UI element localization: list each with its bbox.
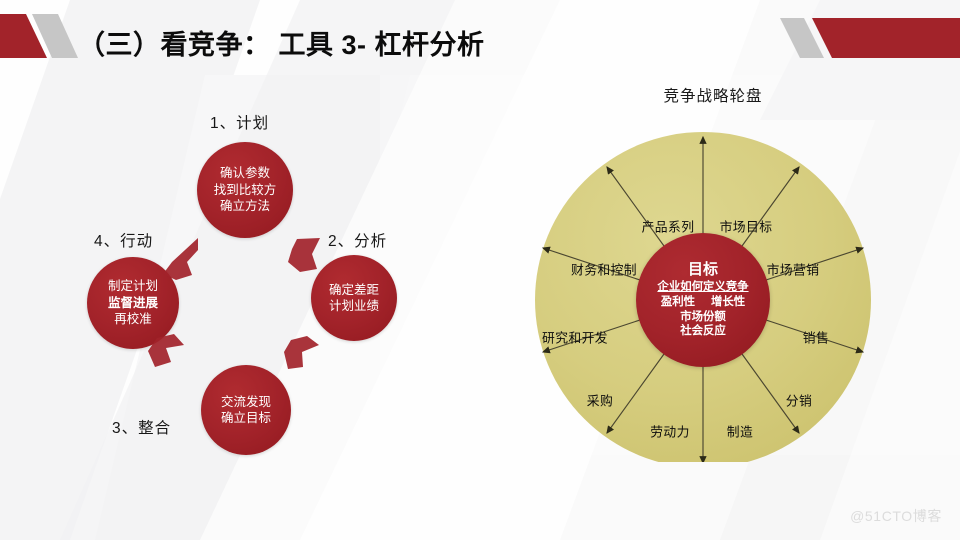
wheel-spoke-product-line[interactable]: 产品系列: [641, 219, 695, 235]
wheel-hub-title: 目标: [687, 261, 718, 279]
pdca-cycle-diagram: 确认参数 找到比较方 确立方法 1、计划 确定差距 计划业绩 2、分析 交流发现…: [0, 0, 470, 540]
cycle-node-integrate[interactable]: 交流发现 确立目标: [201, 365, 291, 455]
wheel-hub-line-4: 市场份额: [680, 310, 726, 323]
cycle-node-plan-line-1: 确认参数: [219, 166, 270, 181]
watermark: @51CTO博客: [850, 508, 942, 524]
wheel-spoke-research-development[interactable]: 研究和开发: [542, 330, 608, 346]
wheel-hub-line-3: 增长性: [711, 295, 746, 308]
wheel-spoke-distribution[interactable]: 分销: [785, 393, 813, 409]
wheel-hub-line-5: 社会反应: [680, 325, 726, 338]
wheel-spoke-manufacturing[interactable]: 制造: [726, 424, 754, 440]
cycle-node-analyse[interactable]: 确定差距 计划业绩: [311, 255, 397, 341]
cycle-node-integrate-line-1: 交流发现: [220, 394, 271, 409]
page-title: （三）看竞争： 工具 3- 杠杆分析: [78, 30, 485, 60]
wheel-hub[interactable]: 目标 企业如何定义竞争 盈利性 增长性 市场份额 社会反应: [636, 233, 770, 367]
cycle-node-plan-line-3: 确立方法: [219, 199, 270, 214]
cycle-node-integrate-line-2: 确立目标: [220, 411, 271, 425]
cycle-node-action-line-3: 再校准: [114, 312, 152, 327]
cycle-node-action-line-1: 制定计划: [107, 279, 158, 294]
corner-ribbon-right: [760, 14, 960, 58]
cycle-node-plan[interactable]: 确认参数 找到比较方 确立方法: [197, 142, 293, 238]
wheel-hub-line-2: 盈利性: [660, 295, 695, 308]
wheel-spoke-procurement[interactable]: 采购: [586, 393, 614, 409]
cycle-arrow-group: [148, 238, 320, 369]
wheel-spoke-finance-control[interactable]: 财务和控制: [571, 262, 637, 278]
cycle-arrow-1-to-2: [288, 238, 320, 272]
cycle-node-action-line-2: 监督进展: [107, 295, 158, 310]
cycle-arrow-2-to-3: [284, 336, 319, 369]
cycle-label-action: 4、行动: [94, 233, 154, 250]
cycle-node-action[interactable]: 制定计划 监督进展 再校准: [87, 257, 179, 349]
wheel-spoke-sales[interactable]: 销售: [802, 330, 830, 346]
strategy-wheel-diagram: 竞争战略轮盘: [503, 84, 923, 484]
wheel-hub-line-1: 企业如何定义竞争: [657, 281, 749, 294]
cycle-node-analyse-line-2: 计划业绩: [328, 299, 379, 313]
wheel-spoke-market-target[interactable]: 市场目标: [719, 219, 773, 235]
cycle-node-analyse-line-1: 确定差距: [328, 282, 379, 297]
wheel-spoke-labour[interactable]: 劳动力: [650, 424, 690, 440]
cycle-label-analyse: 2、分析: [328, 233, 388, 250]
wheel-spoke-marketing[interactable]: 市场营销: [766, 262, 820, 278]
cycle-node-plan-line-2: 找到比较方: [213, 182, 277, 197]
cycle-label-plan: 1、计划: [210, 115, 270, 132]
cycle-label-integrate: 3、整合: [112, 420, 172, 437]
